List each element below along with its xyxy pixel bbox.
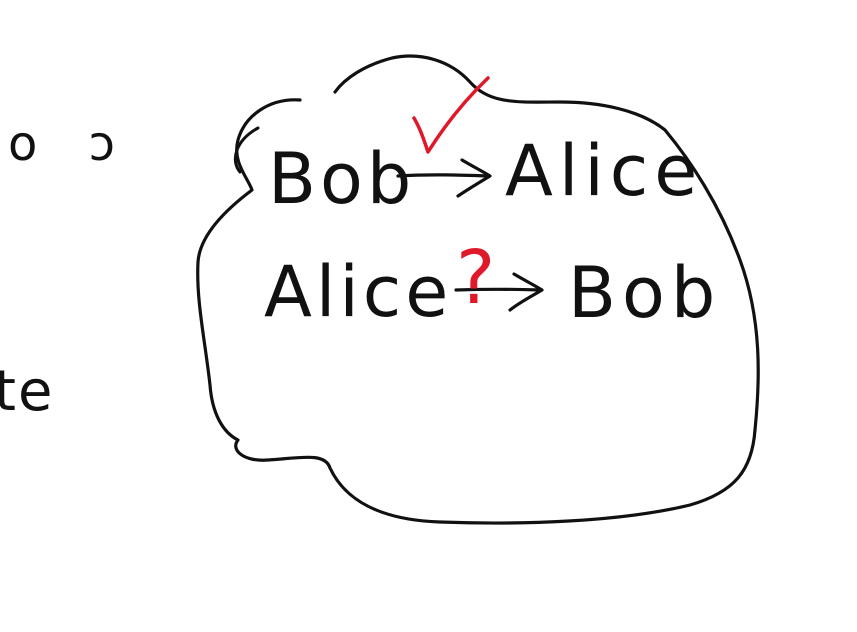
cloud-outline: [196, 54, 760, 525]
check-icon: [412, 76, 490, 154]
line2-from-name: Alice: [264, 251, 452, 333]
cloud-outline-inner-wave: [234, 126, 260, 174]
question-mark-annotation: ?: [456, 235, 495, 321]
line1-arrow: [396, 158, 492, 198]
line2-arrow: [454, 272, 544, 312]
left-fragment-top: o ɔ: [8, 116, 133, 172]
left-fragment-bottom: te: [0, 359, 54, 424]
line2-to-name: Bob: [568, 252, 721, 334]
line1-from-name: Bob: [268, 138, 415, 220]
line1-to-name: Alice: [505, 130, 703, 212]
